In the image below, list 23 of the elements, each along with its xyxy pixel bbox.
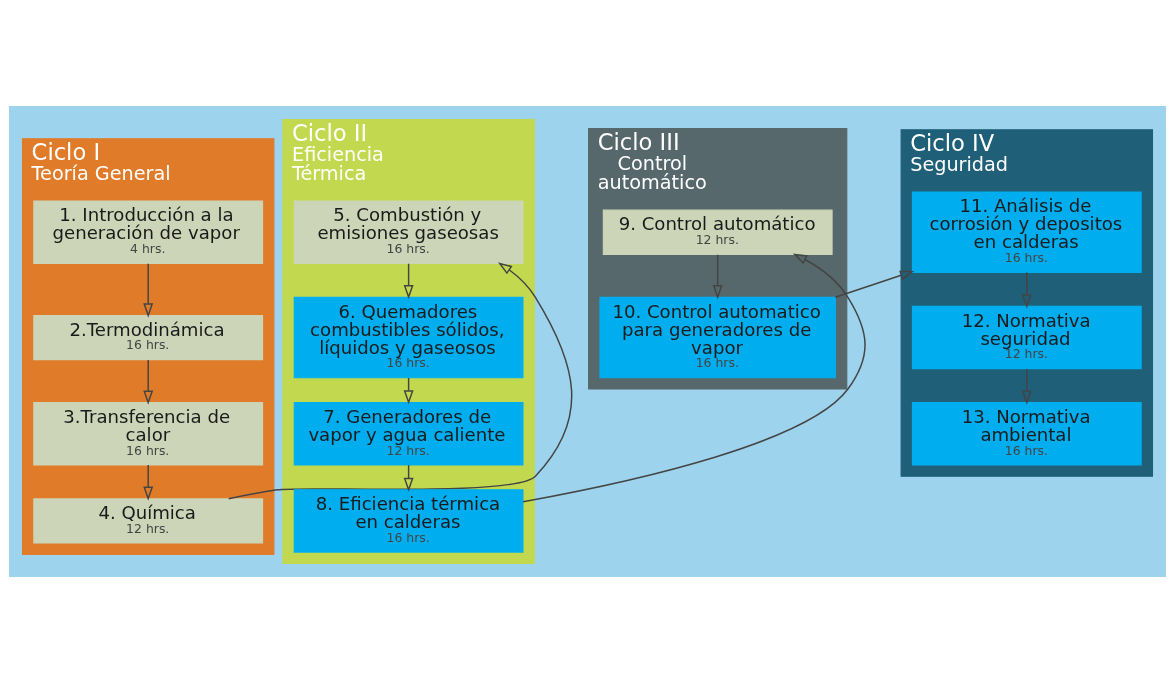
node-box: 9. Control automático 12 hrs. bbox=[602, 209, 833, 255]
node-box: 12. Normativa seguridad 12 hrs. bbox=[911, 305, 1142, 370]
node-box: 3.Transferencia de calor 16 hrs. bbox=[33, 402, 264, 466]
arrow bbox=[712, 254, 723, 300]
arrow bbox=[143, 464, 154, 501]
node-box: 6. Quemadores combustibles sólidos, líquidos y gaseosos 16 hrs. bbox=[293, 296, 524, 379]
arrow bbox=[143, 359, 154, 405]
arrow bbox=[1021, 271, 1032, 309]
node-box: 5. Combustión y emisiones gaseosas 16 hrs. bbox=[293, 200, 524, 264]
arrow bbox=[1021, 368, 1032, 405]
node-box: 4. Química 12 hrs. bbox=[33, 498, 264, 544]
node-box: 10. Control automatico para generadores de vapor 16 hrs. bbox=[599, 296, 836, 379]
node-box: 8. Eficiencia térmica en calderas 16 hrs. bbox=[293, 489, 524, 553]
arrow bbox=[403, 263, 414, 300]
arrow bbox=[227, 262, 573, 500]
node-box: 1. Introducción a la generación de vapor 4 hrs. bbox=[33, 200, 264, 264]
node-box: 13. Normativa ambiental 16 hrs. bbox=[911, 402, 1142, 466]
arrow bbox=[143, 263, 154, 318]
arrow bbox=[522, 253, 866, 503]
node-box: 11. Análisis de corrosión y depositos en calderas 16 hrs. bbox=[911, 191, 1142, 273]
arrow bbox=[834, 270, 915, 298]
node-box: 2.Termodinámica 16 hrs. bbox=[33, 314, 264, 361]
node-box: 7. Generadores de vapor y agua caliente 12 hrs. bbox=[293, 402, 524, 466]
